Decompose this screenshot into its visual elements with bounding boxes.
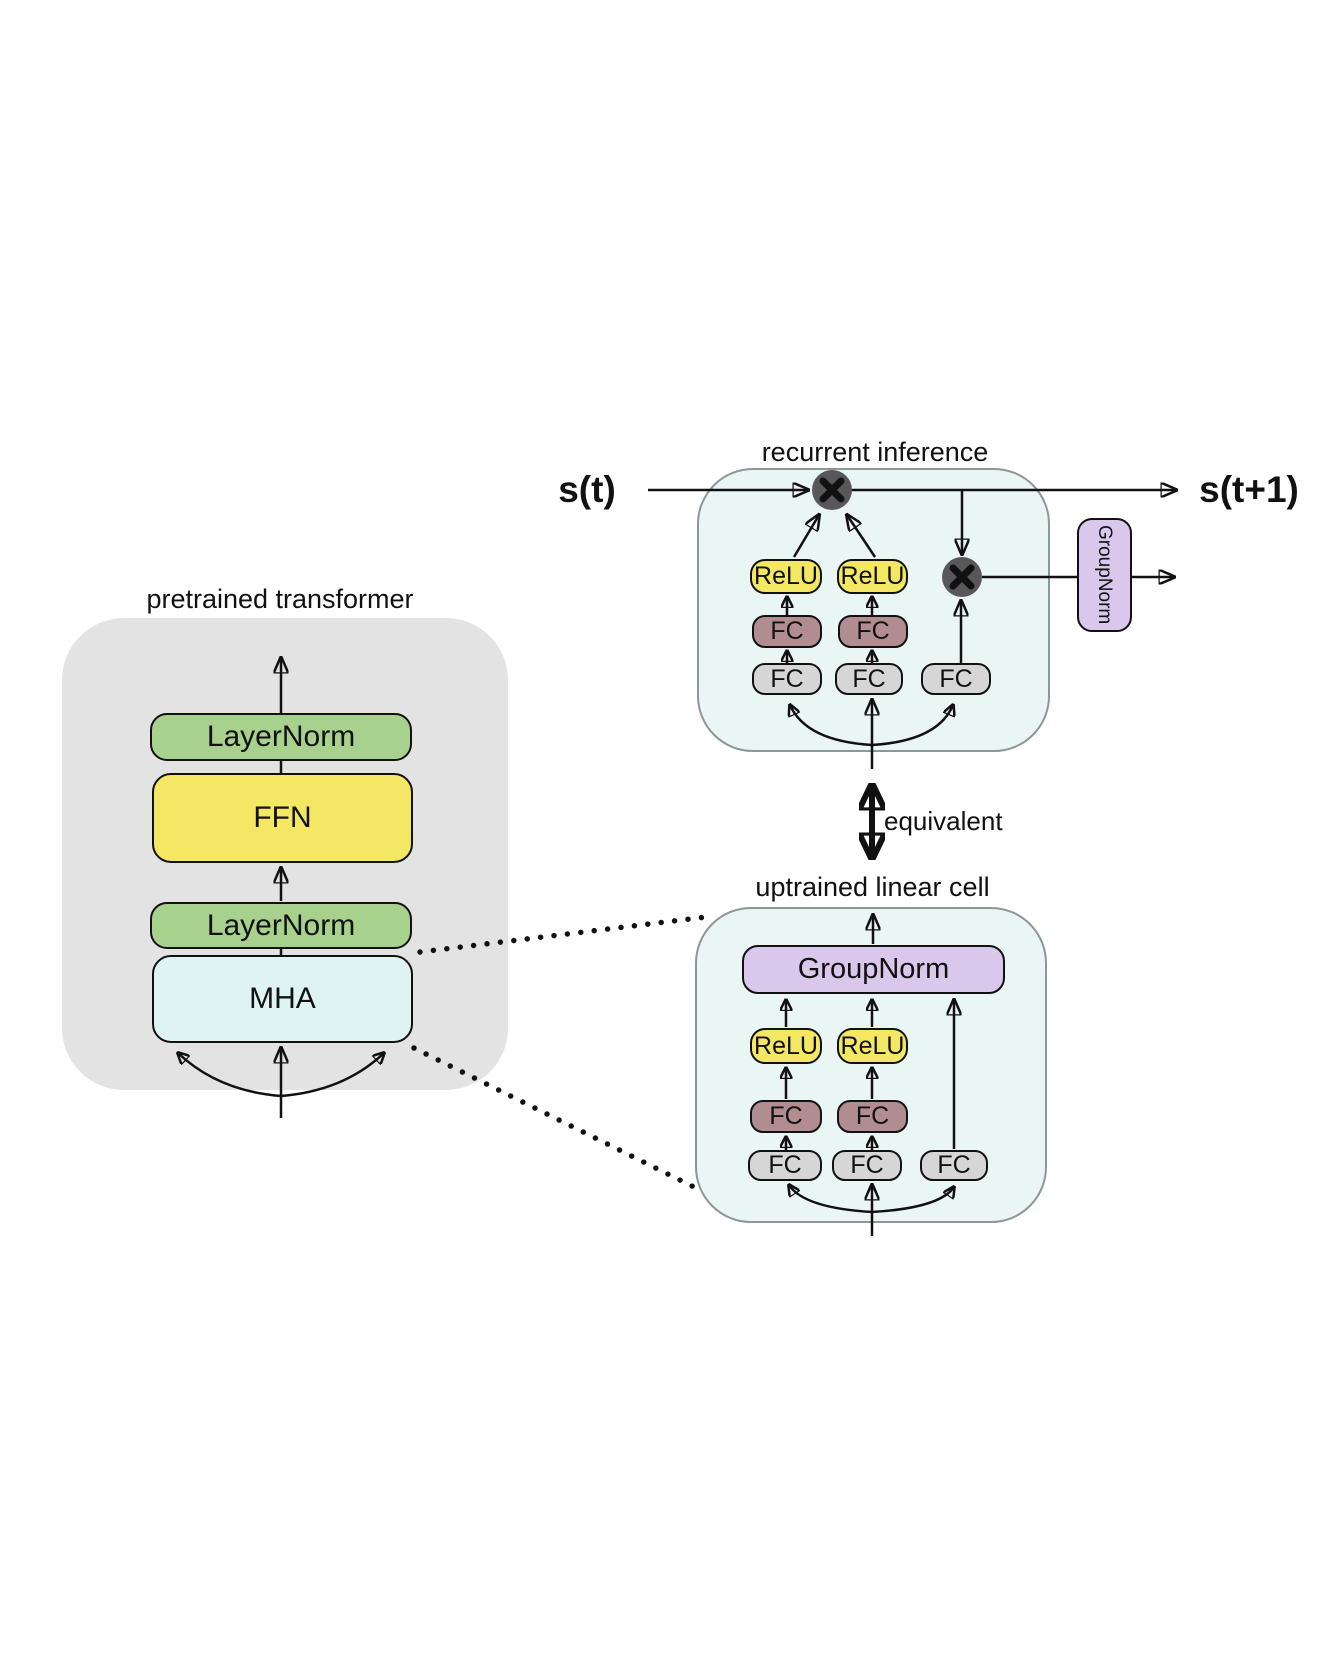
state-output-label: s(t+1)	[1199, 469, 1299, 510]
recurrent-relu1-block: ReLU	[750, 559, 822, 594]
multiply-node-1	[812, 470, 852, 510]
input-fan-left	[178, 1053, 282, 1098]
input-fan-right	[871, 1187, 954, 1214]
uptrained-linear-cell-title: uptrained linear cell	[755, 872, 990, 902]
recurrent-fc-hidden1-block: FC	[752, 615, 822, 648]
recurrent-groupnorm-block: GroupNorm	[1077, 518, 1132, 632]
state-input-label: s(t)	[558, 469, 616, 510]
uptrained-groupnorm-block: GroupNorm	[742, 945, 1005, 994]
uptrained-fc-input3-block: FC	[920, 1150, 988, 1181]
equivalence-label: equivalent	[884, 806, 1003, 836]
uptrained-fc-hidden2-block: FC	[837, 1100, 908, 1133]
ffn-block: FFN	[152, 773, 413, 863]
input-fan-left	[790, 705, 873, 747]
recurrent-inference-arrows	[648, 490, 1176, 769]
recurrent-fc-hidden2-block: FC	[838, 615, 908, 648]
mha-block: MHA	[152, 955, 413, 1043]
input-fan-right	[871, 705, 953, 747]
dotted-line-upper	[417, 914, 709, 955]
dotted-line-lower	[411, 1045, 703, 1193]
recurrent-fc-input3-block: FC	[921, 663, 991, 695]
recurrent-fc-input1-block: FC	[752, 663, 822, 695]
arrow-relu1-multiply	[792, 515, 819, 558]
input-fan-right	[280, 1053, 384, 1098]
arrow-relu2-multiply	[847, 515, 877, 558]
uptrained-relu2-block: ReLU	[837, 1028, 908, 1064]
uptrained-fc-input2-block: FC	[832, 1150, 902, 1181]
pretrained-transformer-title: pretrained transformer	[146, 584, 414, 614]
recurrent-inference-title: recurrent inference	[761, 437, 989, 467]
input-fan-left	[789, 1185, 873, 1214]
uptrained-linear-cell-arrows	[786, 915, 954, 1236]
layernorm-bottom-block: LayerNorm	[150, 902, 412, 949]
zoom-link-dotted-lines	[411, 914, 709, 1193]
recurrent-relu2-block: ReLU	[837, 559, 908, 594]
pretrained-transformer-arrows	[178, 658, 384, 1118]
uptrained-fc-input1-block: FC	[748, 1150, 822, 1181]
layernorm-top-block: LayerNorm	[150, 713, 412, 761]
uptrained-relu1-block: ReLU	[750, 1028, 822, 1064]
uptrained-fc-hidden1-block: FC	[750, 1100, 822, 1133]
recurrent-fc-input2-block: FC	[835, 663, 903, 695]
multiply-node-2	[942, 557, 982, 597]
